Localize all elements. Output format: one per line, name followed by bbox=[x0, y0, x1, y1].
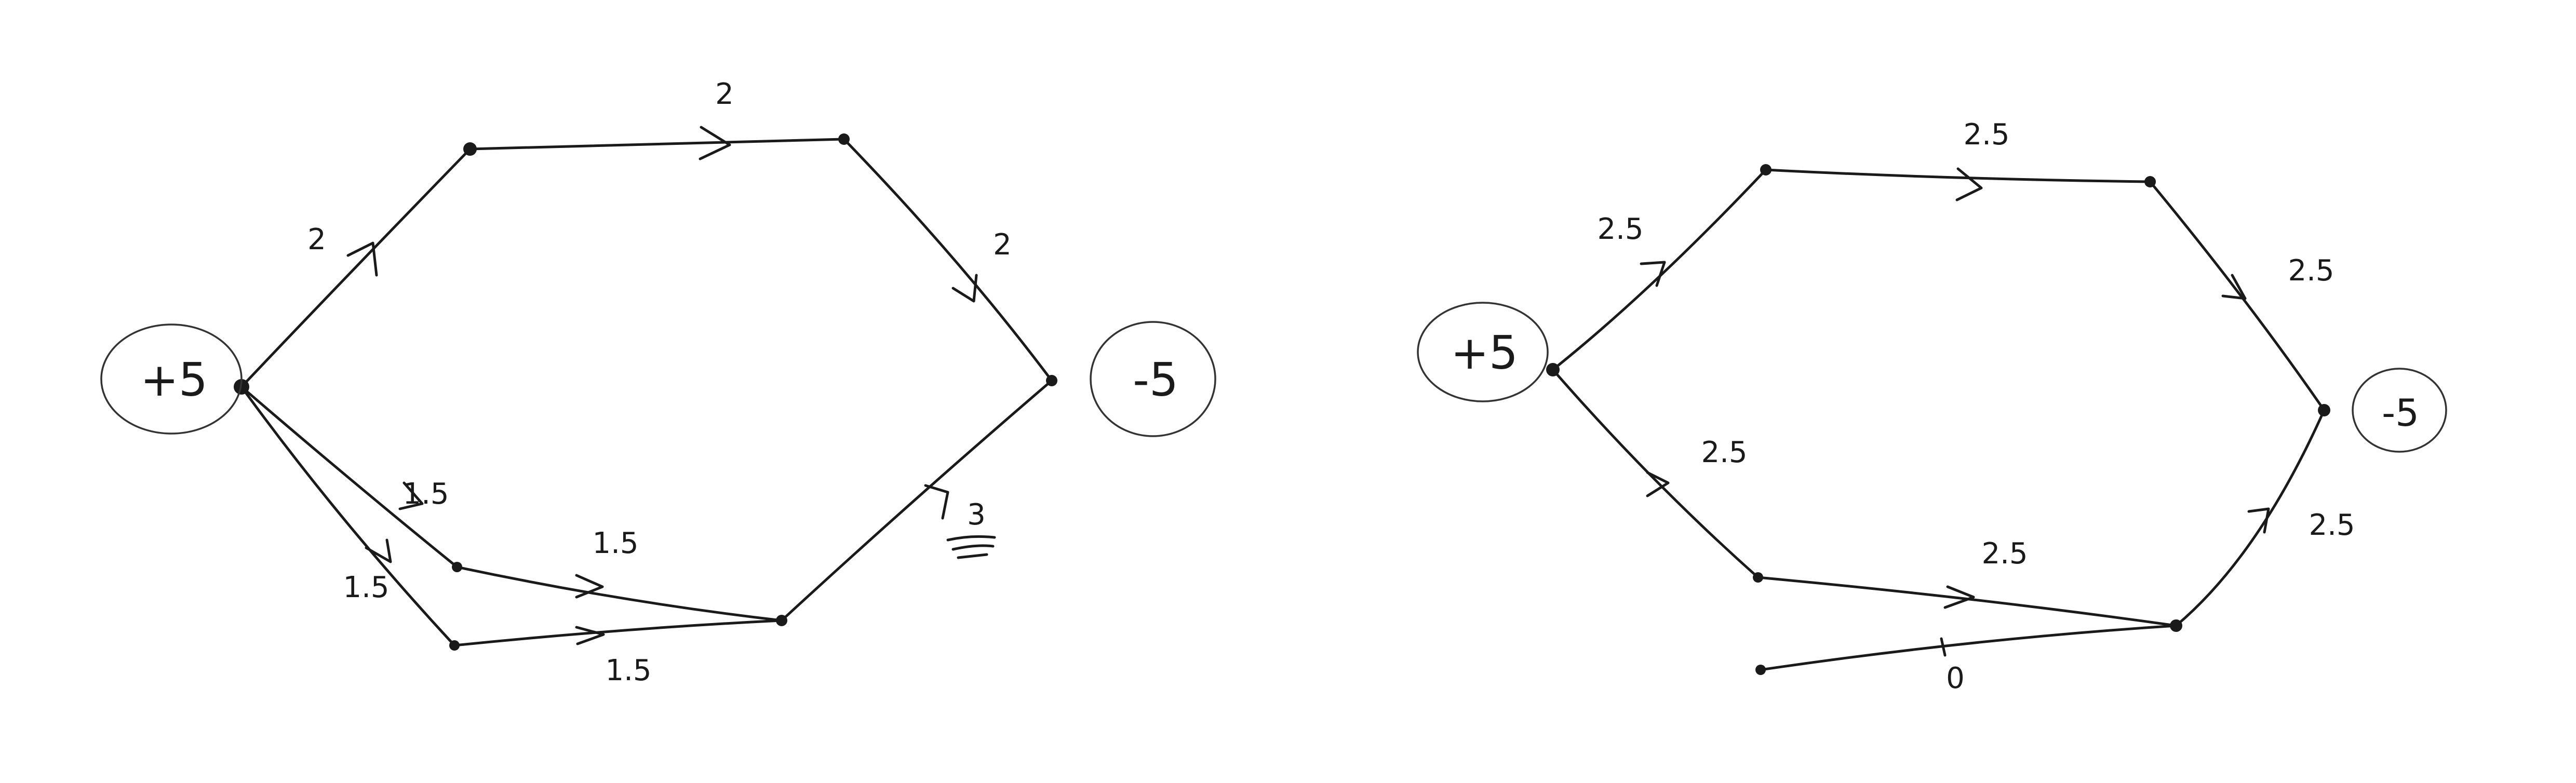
edge-label: 2.5 bbox=[1963, 118, 2009, 152]
node-upper-left bbox=[1760, 164, 1772, 176]
arrowhead bbox=[1646, 471, 1670, 497]
arrowhead bbox=[398, 481, 424, 510]
edge-source-to-middle-left bbox=[240, 385, 459, 569]
node-isolated bbox=[1755, 665, 1766, 675]
arrowhead bbox=[924, 484, 949, 520]
edge-source-to-lower-left bbox=[240, 385, 456, 647]
scribble-mark bbox=[946, 535, 996, 559]
node-lower-left bbox=[1753, 572, 1763, 583]
node-upper-right bbox=[2144, 176, 2156, 187]
edge-label: 0 bbox=[1946, 662, 1965, 695]
edge-upper-left-to-upper-right bbox=[468, 138, 846, 151]
arrowhead bbox=[951, 274, 978, 303]
edge-label: 2 bbox=[715, 77, 734, 111]
edge-label: 2.5 bbox=[1701, 436, 1747, 469]
node-bottom-right bbox=[2170, 619, 2182, 632]
edge-label: 1.5 bbox=[592, 526, 638, 560]
demand-ring bbox=[2352, 368, 2447, 453]
arrowhead bbox=[1943, 585, 1975, 609]
edge-source-to-upper-left bbox=[1551, 168, 1767, 371]
left-flow-diagram: +5 -5 2 2 2 1.5 1.5 1.5 1.5 3 bbox=[100, 77, 1216, 687]
edge-label: 1.5 bbox=[605, 654, 651, 687]
arrowhead bbox=[2221, 274, 2247, 300]
edge-label: 2.5 bbox=[1597, 212, 1643, 246]
edge-label: 1.5 bbox=[403, 477, 449, 511]
node-upper-right bbox=[838, 133, 850, 145]
node-upper-left bbox=[463, 142, 477, 156]
edge-label: 2.5 bbox=[2288, 254, 2334, 288]
supply-ring bbox=[100, 323, 243, 435]
demand-label: -5 bbox=[1133, 353, 1178, 407]
node-middle-left bbox=[452, 562, 462, 572]
arrowhead bbox=[2247, 507, 2270, 534]
demand-ring bbox=[1090, 321, 1216, 437]
arrowhead bbox=[575, 626, 605, 645]
edge-label: 3 bbox=[967, 498, 986, 532]
node-lower-left bbox=[449, 640, 460, 651]
supply-label: +5 bbox=[140, 353, 208, 407]
edge-source-to-upper-left bbox=[240, 147, 472, 388]
edge-label: 1.5 bbox=[343, 571, 389, 604]
edge-bottom-right-to-sink bbox=[2175, 409, 2326, 627]
edge-label: 2.5 bbox=[1981, 537, 2028, 571]
edge-label: 2 bbox=[993, 228, 1012, 262]
arrowhead bbox=[1640, 261, 1666, 287]
edge-upper-left-to-upper-right bbox=[1764, 168, 2152, 183]
edge-isolated-to-bottom-right bbox=[1759, 624, 2178, 671]
source-node bbox=[1546, 363, 1560, 376]
edge-label: 2.5 bbox=[2309, 508, 2355, 542]
edge-lower-left-to-bottom-right bbox=[1756, 576, 2178, 627]
node-bottom-right bbox=[776, 615, 787, 626]
edge-bottom-right-to-sink bbox=[780, 379, 1053, 622]
edge-source-to-lower-left bbox=[1551, 368, 1760, 579]
tick-mark bbox=[1940, 637, 1947, 657]
edge-middle-left-to-bottom-right bbox=[455, 565, 783, 622]
supply-ring bbox=[1417, 302, 1549, 402]
arrowhead bbox=[346, 241, 378, 277]
supply-label: +5 bbox=[1451, 326, 1518, 380]
arrowhead bbox=[699, 126, 731, 160]
edge-label: 2 bbox=[307, 223, 326, 256]
right-flow-diagram: +5 -5 2.5 2.5 2.5 2.5 2.5 2.5 0 bbox=[1417, 118, 2447, 695]
arrowhead bbox=[575, 574, 604, 599]
edge-lower-left-to-bottom-right bbox=[453, 619, 783, 647]
demand-label: -5 bbox=[2382, 391, 2419, 435]
arrowhead bbox=[365, 538, 392, 563]
edge-upper-right-to-sink bbox=[2149, 180, 2326, 412]
arrowhead bbox=[1955, 167, 1983, 201]
sink-node bbox=[2318, 404, 2330, 416]
sink-node bbox=[1046, 375, 1057, 386]
edge-upper-right-to-sink bbox=[842, 138, 1053, 382]
